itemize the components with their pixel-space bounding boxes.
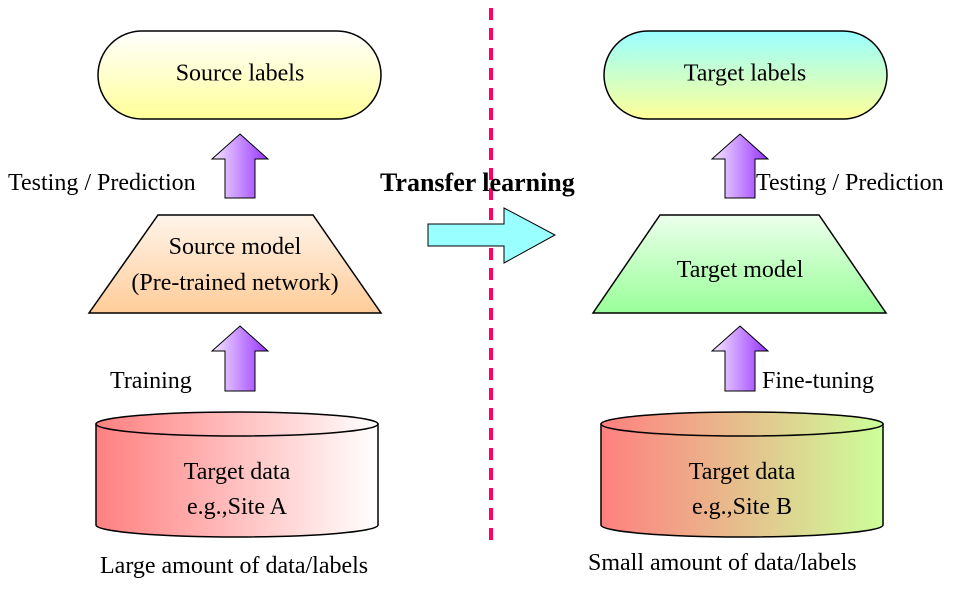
target-data-cylinder: Target data e.g.,Site B — [600, 411, 884, 538]
target-data-line2: e.g.,Site B — [692, 494, 792, 520]
left-caption: Large amount of data/labels — [100, 553, 368, 579]
right-training-label: Fine-tuning — [762, 368, 874, 394]
source-model-line2: (Pre-trained network) — [131, 270, 338, 296]
up-arrow-icon — [710, 325, 770, 392]
left-training-label: Training — [110, 368, 192, 394]
target-labels-text: Target labels — [684, 61, 807, 87]
target-labels-node: Target labels — [603, 30, 888, 120]
source-data-cylinder: Target data e.g.,Site A — [95, 411, 379, 538]
left-testing-label: Testing / Prediction — [8, 170, 196, 196]
source-labels-node: Source labels — [97, 30, 382, 120]
source-data-line1: Target data — [184, 459, 291, 485]
target-model-node: Target model — [591, 214, 888, 314]
source-model-line1: Source model — [169, 234, 302, 260]
right-arrow-icon — [427, 207, 557, 264]
up-arrow-icon — [210, 325, 270, 392]
target-data-line1: Target data — [689, 459, 796, 485]
source-data-line2: e.g.,Site A — [187, 494, 288, 520]
up-arrow-icon — [710, 133, 770, 199]
source-model-node: Source model (Pre-trained network) — [87, 214, 383, 314]
source-labels-text: Source labels — [176, 61, 305, 87]
transfer-learning-label: Transfer learning — [380, 168, 575, 197]
up-arrow-icon — [210, 133, 270, 199]
target-model-line1: Target model — [677, 257, 804, 283]
right-caption: Small amount of data/labels — [588, 550, 857, 576]
right-testing-label: Testing / Prediction — [756, 170, 944, 196]
